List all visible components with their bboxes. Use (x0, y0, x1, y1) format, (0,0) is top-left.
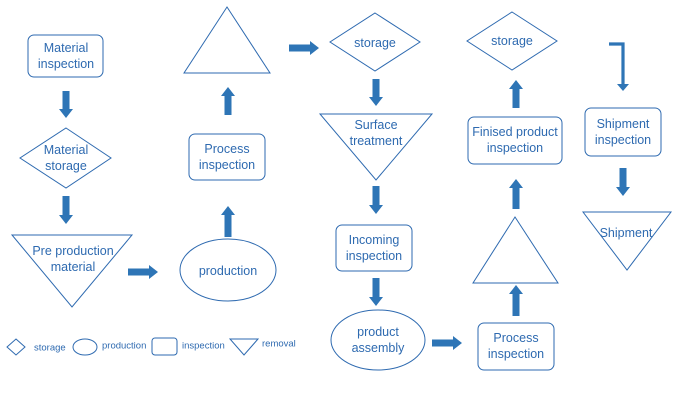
storage-1-label: storage (354, 35, 396, 51)
arrow-up-2 (221, 87, 235, 115)
arrow-up-5 (509, 80, 523, 108)
process-inspection-2-label-line2: inspection (487, 347, 545, 361)
product-assembly-label-line1: product (357, 325, 399, 339)
product-assembly-label-line2: assembly (351, 341, 405, 355)
shipment-inspection-label: Shipment inspection (595, 116, 651, 148)
process-inspection-2-label-line1: Process (493, 331, 539, 345)
material-inspection-label-line1: Material (43, 41, 89, 55)
process-inspection-1-label-line2: inspection (198, 158, 256, 172)
material-inspection-label-line2: inspection (37, 57, 95, 71)
production-ellipse (179, 238, 277, 302)
material-storage-label-line2: storage (45, 159, 87, 173)
legend-production-ellipse-icon (72, 338, 98, 356)
arrow-up-4 (509, 179, 523, 209)
arrow-down-4 (369, 186, 383, 214)
finised-product-inspection-box (467, 116, 563, 165)
process-inspection-1-label-line1: Process (204, 142, 250, 156)
finised-product-inspection-label-line2: inspection (486, 141, 544, 155)
arrow-down-2 (59, 196, 73, 224)
arrow-right-3 (432, 336, 462, 350)
pre-production-material-label-line2: material (50, 260, 96, 274)
shipment-label-text: Shipment (599, 226, 653, 240)
process-inspection-2-label: Process inspection (488, 330, 544, 362)
incoming-inspection-box (335, 224, 413, 272)
legend-removal-triangle-icon (228, 338, 260, 356)
incoming-inspection-label-line1: Incoming (348, 233, 400, 247)
shipment-bent-connector (609, 42, 625, 84)
shipment-inspection-label-line2: inspection (594, 133, 652, 147)
storage-2-label-text: storage (491, 34, 533, 48)
shipment-bent-connector-head (617, 84, 629, 91)
material-inspection-box (27, 34, 104, 78)
arrow-right-1 (128, 265, 158, 279)
surface-treatment-triangle (318, 113, 434, 181)
production-label: production (199, 263, 257, 279)
arrow-down-6 (616, 168, 630, 196)
process-inspection-1-label: Process inspection (199, 141, 255, 173)
production-label-text: production (198, 264, 258, 278)
arrow-up-3 (509, 285, 523, 316)
arrow-up-1 (221, 206, 235, 237)
product-assembly-label: product assembly (352, 324, 405, 356)
pre-production-material-triangle (10, 234, 134, 308)
shipment-inspection-box (584, 107, 662, 157)
legend-removal-label: removal (262, 338, 296, 350)
storage-2-diamond (466, 11, 558, 71)
material-storage-label-line1: Material (43, 143, 89, 157)
top-triangle (183, 6, 271, 74)
product-assembly-ellipse (330, 309, 426, 371)
legend-inspection-box-icon (151, 337, 178, 356)
pre-production-material-label: Pre production material (32, 243, 113, 275)
finised-product-inspection-label: Finised product inspection (472, 124, 557, 156)
material-storage-label: Material storage (44, 142, 88, 174)
arrow-down-5 (369, 278, 383, 306)
process-inspection-1-box (188, 133, 266, 181)
incoming-inspection-label-line2: inspection (345, 249, 403, 263)
material-storage-diamond (19, 127, 112, 189)
shipment-triangle (581, 211, 673, 271)
pre-production-material-label-line1: Pre production (32, 244, 114, 258)
right-triangle (472, 216, 559, 284)
legend-inspection-label: inspection (182, 340, 225, 352)
arrow-down-1 (59, 91, 73, 118)
surface-treatment-label-line2: treatment (349, 134, 403, 148)
arrow-down-3 (369, 79, 383, 106)
shipment-label: Shipment (600, 225, 653, 241)
process-inspection-2-box (477, 322, 555, 371)
incoming-inspection-label: Incoming inspection (346, 232, 402, 264)
material-inspection-label: Material inspection (38, 40, 94, 72)
legend-production-label: production (102, 340, 147, 352)
arrow-right-2 (289, 41, 319, 55)
surface-treatment-label-line1: Surface (354, 118, 398, 132)
storage-1-label-text: storage (354, 36, 396, 50)
shipment-inspection-label-line1: Shipment (596, 117, 650, 131)
legend-storage-label: storage (34, 342, 66, 354)
finised-product-inspection-label-line1: Finised product (472, 125, 558, 139)
storage-2-label: storage (491, 33, 533, 49)
legend-storage-diamond-icon (6, 338, 26, 356)
storage-1-diamond (329, 12, 421, 72)
surface-treatment-label: Surface treatment (350, 117, 403, 149)
